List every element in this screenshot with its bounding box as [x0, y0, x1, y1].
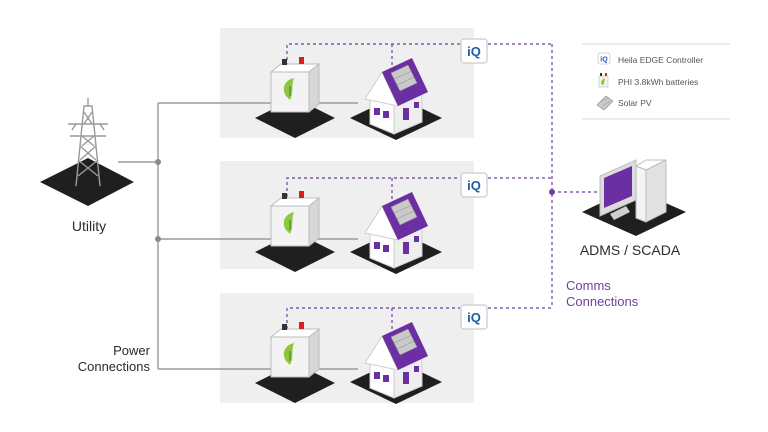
comms-connections-label-line2: Connections [566, 294, 639, 309]
legend-battery-icon [598, 73, 609, 88]
svg-text:iQ: iQ [600, 57, 608, 64]
legend-iq-controller-icon: iQ [597, 52, 611, 65]
legend-label-solar: Solar PV [618, 98, 652, 108]
utility-label: Utility [72, 218, 106, 234]
legend-solar-panel-icon [596, 95, 614, 111]
power-junction-1 [155, 159, 161, 165]
power-junction-2 [155, 236, 161, 242]
utility-tower-icon [40, 98, 134, 206]
legend-label-controller: Heila EDGE Controller [618, 55, 703, 65]
comms-junction [549, 189, 555, 195]
power-connections-label-line2: Connections [78, 359, 151, 374]
heila-controller-2: iQ [460, 172, 488, 198]
adms-scada-label: ADMS / SCADA [580, 242, 681, 258]
controller-badge-text: iQ [467, 44, 481, 59]
legend-label-battery: PHI 3.8kWh batteries [618, 77, 698, 87]
power-connections-label-line1: Power [113, 343, 151, 358]
heila-controller-3: iQ [460, 304, 488, 330]
microgrid-panel-3 [220, 293, 474, 403]
legend: iQ Heila EDGE Controller PHI 3.8kWh batt… [582, 43, 730, 120]
adms-scada-computer-icon [582, 159, 686, 236]
controller-badge-text: iQ [467, 310, 481, 325]
heila-controller-1: iQ [460, 38, 488, 64]
controller-badge-text: iQ [467, 178, 481, 193]
comms-connections-label-line1: Comms [566, 278, 611, 293]
